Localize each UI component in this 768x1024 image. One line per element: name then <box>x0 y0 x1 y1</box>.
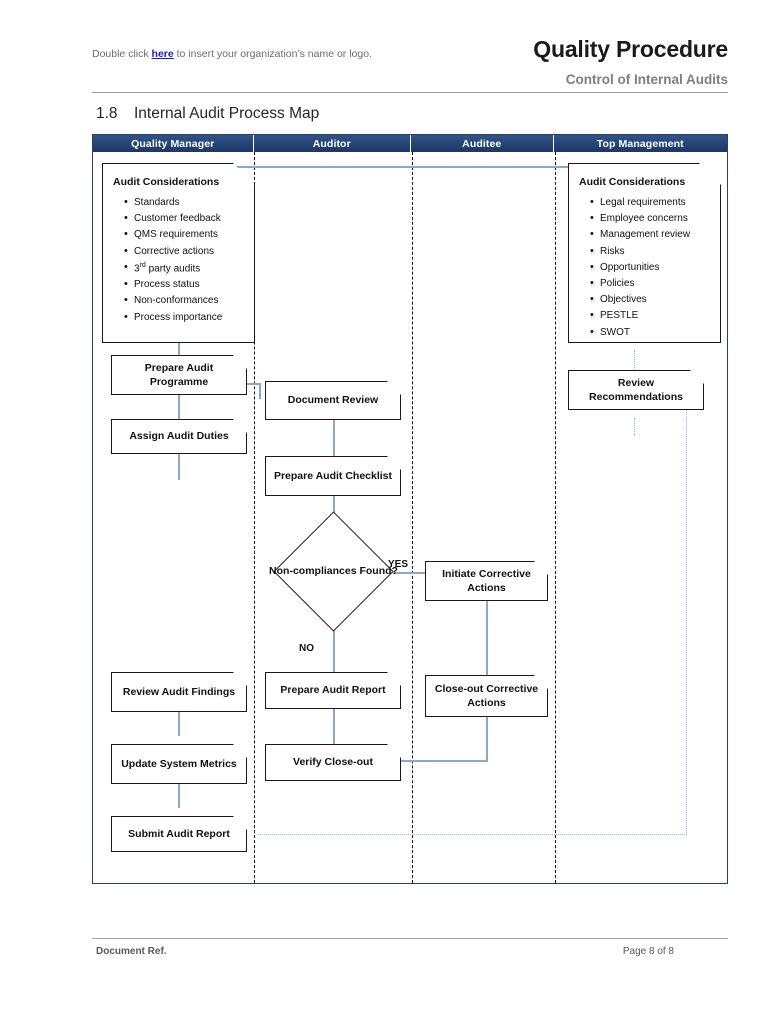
lane-divider-3 <box>555 152 556 883</box>
connector-submit-to-review-horizontal <box>258 834 687 835</box>
node-review-audit-findings-label: Review Audit Findings <box>122 685 236 698</box>
footer-page-number: Page 8 of 8 <box>622 946 674 957</box>
node-prepare-audit-report-label: Prepare Audit Report <box>280 684 386 697</box>
note-left-item: Process importance <box>125 310 244 326</box>
note-right-item: Employee concerns <box>591 211 710 227</box>
note-left-item: Standards <box>125 195 244 211</box>
connector-findings-to-metrics <box>178 711 180 736</box>
node-verify-closeout[interactable]: Verify Close-out <box>265 744 401 781</box>
edge-label-no: NO <box>299 643 314 654</box>
note-left-heading: Audit Considerations <box>113 176 220 188</box>
node-closeout-corrective-actions[interactable]: Close-out Corrective Actions <box>425 675 548 717</box>
note-right-item: Risks <box>591 244 710 260</box>
logo-note-prefix: Double click <box>92 48 152 60</box>
note-right-heading: Audit Considerations <box>579 176 686 188</box>
lane-header-auditor: Auditor <box>253 135 411 152</box>
note-left-item: 3rd party audits <box>125 260 244 278</box>
note-left-item: Corrective actions <box>125 244 244 260</box>
page-header: Double click here to insert your organiz… <box>92 36 728 92</box>
node-prepare-audit-programme-label: Prepare Audit Programme <box>144 361 214 388</box>
node-prepare-audit-report[interactable]: Prepare Audit Report <box>265 672 401 709</box>
note-right-item: Management review <box>591 227 710 243</box>
note-right-item: Policies <box>591 276 710 292</box>
process-map: Quality Manager Auditor Auditee Top Mana… <box>92 134 728 884</box>
note-right-list: Legal requirements Employee concerns Man… <box>579 195 710 341</box>
connector-initiate-to-closeout <box>486 601 488 681</box>
node-submit-audit-report[interactable]: Submit Audit Report <box>111 816 247 852</box>
node-assign-audit-duties[interactable]: Assign Audit Duties <box>111 419 247 454</box>
note-left-item: QMS requirements <box>125 227 244 243</box>
note-audit-considerations-right: Audit Considerations Legal requirements … <box>568 163 721 343</box>
lane-divider-2 <box>412 152 413 883</box>
node-prepare-audit-checklist[interactable]: Prepare Audit Checklist <box>265 456 401 496</box>
section-number: 1.8 <box>96 105 118 122</box>
connector-submit-to-review-vertical <box>686 410 687 835</box>
document-title: Quality Procedure <box>533 36 728 62</box>
header-divider <box>92 92 728 93</box>
connector-docreview-to-checklist <box>333 420 335 456</box>
footer-document-ref: Document Ref. <box>96 946 167 957</box>
connector-notes-link <box>173 166 659 168</box>
note-right-item: Opportunities <box>591 260 710 276</box>
node-closeout-corrective-actions-label: Close-out Corrective Actions <box>434 682 539 709</box>
node-document-review-label: Document Review <box>287 394 379 407</box>
connector-note-to-prepare-programme <box>178 343 180 355</box>
node-update-system-metrics-label: Update System Metrics <box>121 757 237 770</box>
connector-into-document-review <box>259 383 261 399</box>
footer-divider <box>92 938 728 939</box>
section-title-text: Internal Audit Process Map <box>134 105 320 122</box>
node-submit-audit-report-label: Submit Audit Report <box>128 827 230 840</box>
node-document-review[interactable]: Document Review <box>265 381 401 420</box>
node-review-recommendations[interactable]: Review Recommendations <box>568 370 704 410</box>
connector-decision-yes <box>393 572 427 574</box>
note-left-item: Customer feedback <box>125 211 244 227</box>
node-assign-audit-duties-label: Assign Audit Duties <box>129 430 229 443</box>
note-right-item: Objectives <box>591 292 710 308</box>
node-update-system-metrics[interactable]: Update System Metrics <box>111 744 247 784</box>
note-right-item: PESTLE <box>591 308 710 324</box>
connector-decision-no <box>333 615 335 672</box>
lane-header-top-management: Top Management <box>553 135 727 152</box>
logo-note-suffix: to insert your organization’s name or lo… <box>173 48 372 60</box>
insert-logo-link[interactable]: here <box>151 48 174 60</box>
connector-closeout-down <box>486 717 488 761</box>
node-verify-closeout-label: Verify Close-out <box>293 756 373 769</box>
connector-review-recommendations-down <box>634 418 635 436</box>
edge-label-yes: YES <box>388 559 409 570</box>
lane-header-quality-manager: Quality Manager <box>93 135 254 152</box>
document-subtitle: Control of Internal Audits <box>565 72 728 87</box>
note-audit-considerations-left: Audit Considerations Standards Customer … <box>102 163 255 343</box>
node-initiate-corrective-actions-label: Initiate Corrective Actions <box>442 567 531 594</box>
node-prepare-audit-programme[interactable]: Prepare Audit Programme <box>111 355 247 395</box>
node-decision-non-compliances[interactable]: Non-compliances Found? <box>269 511 398 632</box>
node-initiate-corrective-actions[interactable]: Initiate Corrective Actions <box>425 561 548 601</box>
lane-divider-1 <box>254 152 255 883</box>
node-prepare-audit-checklist-label: Prepare Audit Checklist <box>273 469 393 482</box>
connector-note-to-review-recommendations <box>634 350 635 370</box>
connector-programme-to-duties <box>178 394 180 419</box>
lane-header-row: Quality Manager Auditor Auditee Top Mana… <box>93 135 727 152</box>
note-left-list: Standards Customer feedback QMS requirem… <box>113 195 244 326</box>
note-right-item: Legal requirements <box>591 195 710 211</box>
connector-report-to-verify <box>333 708 335 745</box>
connector-closeout-to-verify <box>400 760 488 762</box>
node-decision-label: Non-compliances Found? <box>269 565 398 578</box>
section-heading: 1.8 Internal Audit Process Map <box>96 105 319 123</box>
note-left-item: Process status <box>125 277 244 293</box>
lane-header-auditee: Auditee <box>411 135 554 152</box>
connector-metrics-to-submit <box>178 783 180 808</box>
node-review-recommendations-label: Review Recommendations <box>589 376 683 403</box>
note-right-item: SWOT <box>591 325 710 341</box>
logo-placeholder-note: Double click here to insert your organiz… <box>92 46 412 62</box>
node-review-audit-findings[interactable]: Review Audit Findings <box>111 672 247 712</box>
connector-duties-down <box>178 453 180 480</box>
note-left-item: Non-conformances <box>125 293 244 309</box>
